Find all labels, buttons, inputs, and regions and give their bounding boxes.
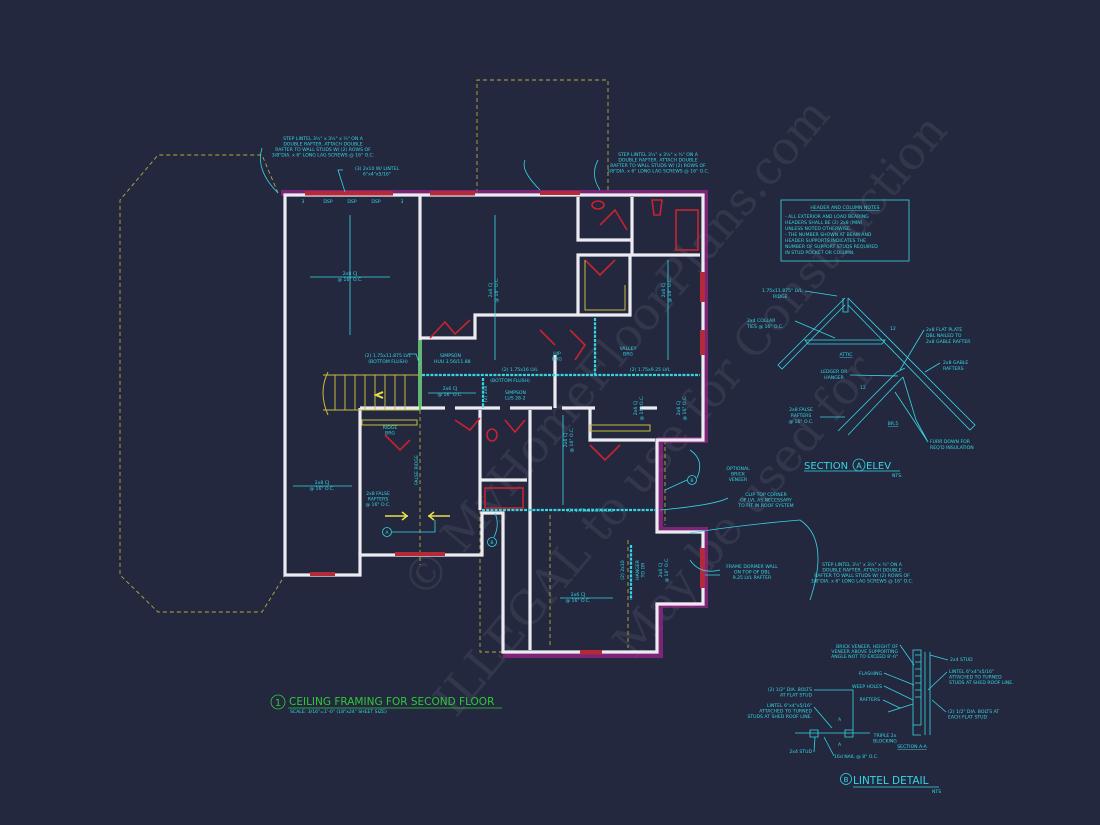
headers	[305, 191, 705, 655]
ceiling-joist-label: 2x6 CJ@ 16" O.C.	[676, 395, 688, 420]
two-2x10-label: (2) 2x10	[620, 560, 626, 580]
svg-text:B: B	[690, 478, 693, 484]
rafter-direction-arrows	[385, 511, 450, 521]
svg-text:DSP: DSP	[371, 199, 380, 205]
svg-text:A: A	[385, 530, 389, 536]
ceiling-joist-label: 2x6 CJ@ 16" O.C.	[633, 395, 645, 420]
ceiling-joist-label: 2x6 CJ@ 16" O.C.	[661, 277, 673, 302]
svg-text:2x4 STUD: 2x4 STUD	[950, 657, 973, 663]
stair	[322, 371, 651, 432]
lvl-16-label: (2) 1.75x16 LVL	[502, 367, 538, 373]
svg-text:LINTEL 6"x4"x5/16"ATTACHED TO: LINTEL 6"x4"x5/16"ATTACHED TO TURNEDSTUD…	[949, 669, 1014, 686]
ceiling-joist-label: 2x6 CJ@ 16" O.C.	[565, 592, 590, 604]
svg-text:ATTIC: ATTIC	[840, 352, 853, 358]
svg-text:SCALE: 3/16"=1'-0" (18"x24" SH: SCALE: 3/16"=1'-0" (18"x24" SHEET SIZE)	[290, 709, 387, 715]
svg-text:DSP: DSP	[347, 199, 356, 205]
svg-text:A: A	[838, 742, 842, 748]
svg-text:2x4 STUD: 2x4 STUD	[789, 749, 812, 755]
ceiling-joist-label: 2x6 CJ@ 16" O.C.	[563, 427, 575, 452]
exterior-wall-band	[281, 190, 708, 658]
ceiling-joist-label: 2x6 CJ@ 16" O.C.	[488, 277, 500, 302]
beams	[418, 318, 700, 600]
bottom-flush-label: (BOTTOM FLUSH)	[490, 378, 530, 384]
ceiling-joist-label: 2x6 CJ@ 16" O.C.	[437, 386, 462, 398]
plan-title: 1 CEILING FRAMING FOR SECOND FLOOR SCALE…	[270, 694, 502, 715]
section-callout-a: A	[382, 527, 392, 537]
svg-text:SECTION: SECTION	[804, 461, 848, 472]
svg-text:WEEP HOLES: WEEP HOLES	[852, 684, 882, 690]
svg-text:3: 3	[401, 199, 404, 205]
svg-text:SECTION A-A: SECTION A-A	[897, 744, 927, 750]
svg-text:DSP: DSP	[323, 199, 332, 205]
ceiling-joist-label: 2x6 CJ@ 16" O.C.	[658, 557, 670, 582]
svg-text:A: A	[856, 462, 862, 471]
ceiling-joist-label: 2x8 CJ@ 16" O.C.	[309, 480, 334, 492]
svg-text:NTS: NTS	[932, 789, 941, 795]
svg-text:A: A	[838, 717, 842, 723]
header-column-notes: HEADER AND COLUMN NOTES - ALL EXTERIOR A…	[780, 199, 910, 262]
svg-text:ELEV: ELEV	[866, 461, 891, 472]
svg-text:CEILING FRAMING FOR SECOND FLO: CEILING FRAMING FOR SECOND FLOOR	[289, 696, 494, 708]
hanger-label: HANGERTO DR	[635, 559, 647, 579]
svg-text:LINTEL DETAIL: LINTEL DETAIL	[853, 775, 929, 787]
svg-text:B: B	[490, 540, 493, 546]
lvl-925-label: (2) 1.75x9.25 LVL	[630, 367, 671, 373]
detail-callout-b: B	[687, 475, 697, 485]
svg-text:HEADER AND COLUMN NOTES: HEADER AND COLUMN NOTES	[810, 205, 879, 211]
lvl-label: (2) 1.75x11.875 LVL(BOTTOM FLUSH)	[365, 353, 412, 365]
fixtures	[484, 199, 699, 509]
watermark: © MyHomeFloorPlans.com ILLEGAL to use fo…	[391, 88, 957, 727]
svg-text:LINTEL 6"x4"x5/16"ATTACHED TO: LINTEL 6"x4"x5/16"ATTACHED TO TURNEDSTUD…	[747, 703, 812, 720]
svg-text:B: B	[844, 776, 849, 784]
svg-text:RAFTERS: RAFTERS	[859, 697, 880, 703]
walls	[283, 193, 705, 654]
support-marks: 3 DSP DSP DSP 3	[302, 199, 404, 205]
svg-text:NTS.: NTS.	[892, 473, 903, 479]
svg-text:FLASHING: FLASHING	[859, 671, 883, 677]
svg-text:12: 12	[890, 326, 896, 332]
lvl-lower-label: (2) 1.75x11.875 LVL	[567, 508, 614, 514]
svg-text:12: 12	[860, 385, 866, 391]
detail-callout-b: B	[487, 537, 497, 547]
svg-text:16d NAIL @ 8" O.C.: 16d NAIL @ 8" O.C.	[834, 754, 878, 760]
svg-text:3: 3	[302, 199, 305, 205]
svg-text:1: 1	[275, 698, 281, 709]
door-swings	[384, 208, 628, 462]
false-ridge-label: FALSE RIDGE	[414, 455, 420, 485]
svg-text:BR.5: BR.5	[888, 421, 899, 427]
two-2x8-label: (2) 2x8	[483, 386, 489, 403]
